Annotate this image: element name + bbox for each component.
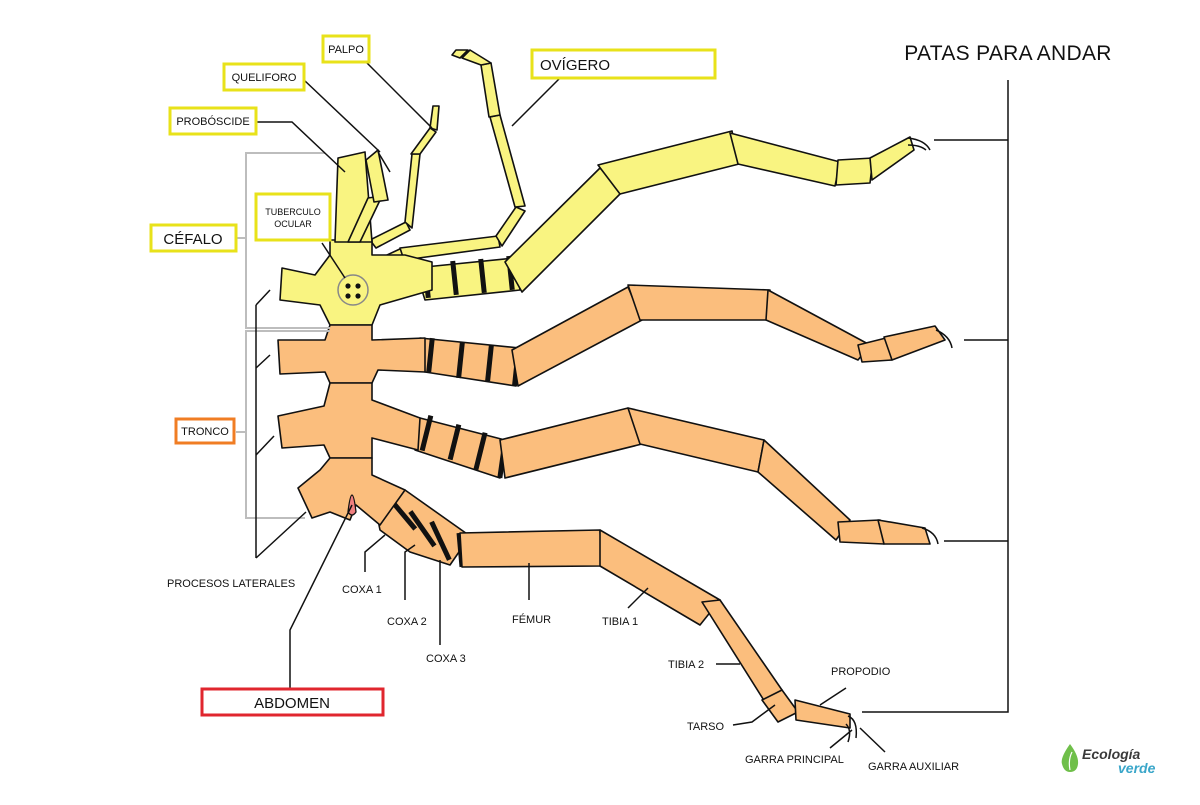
label-propodio: PROPODIO: [831, 666, 891, 678]
label-abdomen: ABDOMEN: [200, 687, 385, 717]
label-garra-auxiliar: GARRA AUXILIAR: [868, 761, 959, 773]
label-tronco-text: TRONCO: [181, 426, 229, 438]
label-femur: FÉMUR: [512, 613, 551, 626]
label-tuberculo-ocular: TUBERCULO OCULAR: [254, 192, 332, 242]
ovigero-appendage: [371, 49, 526, 277]
region-brackets: [236, 152, 330, 519]
label-coxa-1: COXA 1: [342, 584, 382, 596]
walking-leg-1: [414, 130, 931, 301]
brand-line1: Ecología: [1082, 746, 1141, 762]
brand-line2: verde: [1118, 760, 1156, 776]
walking-leg-3: [414, 407, 939, 545]
leader-lines: [255, 60, 886, 753]
label-palpo: PALPO: [321, 34, 371, 64]
label-tuberculo-line2: OCULAR: [274, 219, 312, 229]
label-proboscide: PROBÓSCIDE: [168, 106, 258, 136]
label-cefalo-text: CÉFALO: [163, 231, 222, 248]
label-coxa-2: COXA 2: [387, 616, 427, 628]
label-queliforo-text: QUELIFORO: [232, 72, 297, 84]
walking-leg-2: [419, 284, 953, 387]
label-palpo-text: PALPO: [328, 44, 364, 56]
label-tibia-1: TIBIA 1: [602, 616, 638, 628]
trunk-body: [277, 324, 426, 526]
label-abdomen-text: ABDOMEN: [254, 695, 330, 712]
brand-logo: Ecología verde: [1061, 744, 1156, 776]
label-garra-principal: GARRA PRINCIPAL: [745, 754, 844, 766]
eye-tubercle-shape: [337, 274, 369, 306]
label-tronco: TRONCO: [174, 417, 236, 445]
label-queliforo: QUELIFORO: [222, 62, 306, 92]
label-tuberculo-line1: TUBERCULO: [265, 207, 321, 217]
label-cefalo: CÉFALO: [149, 223, 238, 253]
walking-legs-bracket: [862, 80, 1009, 713]
walking-leg-4: [374, 489, 858, 743]
diagram-title: PATAS PARA ANDAR: [904, 42, 1111, 65]
label-coxa-3: COXA 3: [426, 653, 466, 665]
label-ovigero: OVÍGERO: [530, 48, 717, 80]
label-tibia-2: TIBIA 2: [668, 659, 704, 671]
label-procesos-laterales: PROCESOS LATERALES: [167, 578, 295, 590]
label-proboscide-text: PROBÓSCIDE: [176, 115, 249, 128]
label-tarso: TARSO: [687, 721, 725, 733]
label-ovigero-text: OVÍGERO: [540, 57, 610, 74]
palpo-appendage: [369, 105, 440, 249]
cephalon-body: [279, 149, 433, 326]
